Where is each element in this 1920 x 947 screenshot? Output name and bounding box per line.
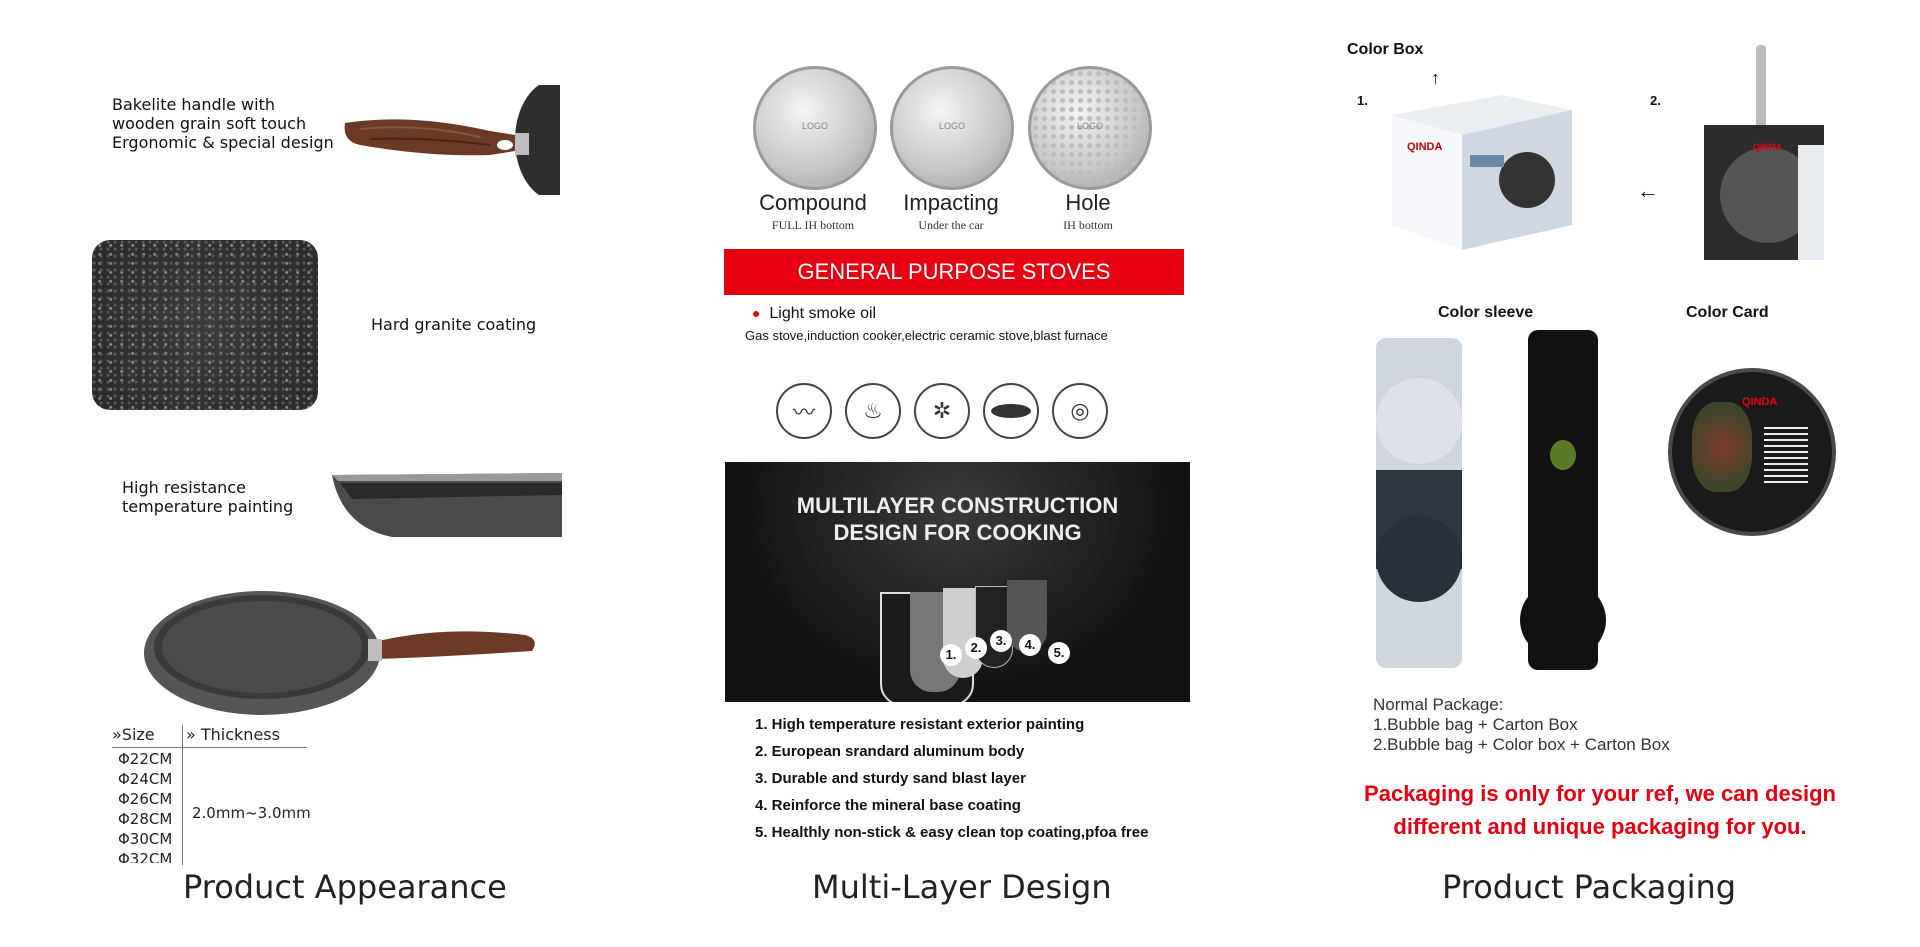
layer-number: 2. — [965, 637, 987, 659]
size-row: Φ22CM — [118, 750, 173, 768]
color-box-image: QINDA — [1392, 95, 1572, 250]
induction-icon: ◎ — [1052, 383, 1108, 439]
multilayer-panel: LOGO LOGO LOGO Compound Impacting Hole F… — [700, 0, 1220, 947]
bottom-sub: Under the car — [918, 218, 984, 232]
bottom-name: Compound — [759, 190, 867, 215]
frying-pan-image — [144, 591, 535, 715]
gas-coil-icon: 〰 — [776, 383, 832, 439]
color-card-pan-image: QINDA — [1704, 45, 1824, 260]
compound-bottom-image: LOGO — [753, 66, 877, 190]
thickness-header: » Thickness — [186, 725, 280, 744]
granite-feature-text: Hard granite coating — [371, 315, 537, 334]
layer-feature: 1. High temperature resistant exterior p… — [755, 716, 1085, 733]
hero-title: MULTILAYER CONSTRUCTION DESIGN FOR COOKI… — [796, 493, 1119, 545]
option-number: 1. — [1357, 93, 1368, 108]
size-row: Φ28CM — [118, 810, 173, 828]
layer-feature: 3. Durable and sturdy sand blast layer — [755, 770, 1026, 787]
hole-bottom-image: LOGO — [1028, 66, 1152, 190]
size-row: Φ24CM — [118, 770, 173, 788]
arrow-up-icon: ↑ — [1431, 68, 1440, 88]
svg-text:QINDA: QINDA — [1753, 142, 1783, 152]
painting-feature-text: High resistance temperature painting — [122, 478, 294, 516]
granite-coating-image — [92, 240, 318, 410]
layer-number: 5. — [1048, 642, 1070, 664]
size-row: Φ32CM — [118, 850, 173, 863]
color-box-label: Color Box — [1347, 41, 1424, 58]
caption-appearance: Product Appearance — [183, 868, 507, 906]
layer-number: 4. — [1019, 634, 1041, 656]
pan-handle-image — [344, 85, 560, 195]
bullet-dot-icon: ● — [752, 305, 761, 321]
stoves-banner: GENERAL PURPOSE STOVES — [724, 249, 1184, 295]
caption-packaging: Product Packaging — [1442, 868, 1737, 906]
bottom-sub: IH bottom — [1063, 218, 1113, 232]
bullet-text: Light smoke oil — [769, 305, 877, 322]
bullet-line: ● Light smoke oil — [752, 305, 876, 323]
svg-text:QINDA: QINDA — [1407, 141, 1443, 153]
layer-number: 1. — [940, 644, 962, 666]
color-sleeve-grey-image — [1376, 338, 1462, 668]
color-sleeve-label: Color sleeve — [1438, 304, 1534, 321]
layer-number: 3. — [990, 630, 1012, 652]
option-number: 2. — [1650, 93, 1661, 108]
arrow-left-icon: ← — [1637, 178, 1659, 203]
ceramic-plate-icon — [983, 383, 1039, 439]
layer-feature: 5. Healthly non-stick & easy clean top c… — [755, 824, 1149, 841]
table-rule — [112, 747, 307, 748]
flame-icon: ♨ — [845, 383, 901, 439]
size-header: »Size — [112, 725, 155, 744]
handle-feature-text: Bakelite handle with wooden grain soft t… — [112, 95, 334, 152]
layer-feature: 2. European srandard aluminum body — [755, 743, 1025, 760]
color-sleeve-black-image — [1520, 330, 1606, 670]
size-table: »Size » Thickness Φ22CM Φ24CM Φ26CM Φ28C… — [112, 725, 372, 865]
size-row: Φ30CM — [118, 830, 173, 848]
stoves-list: Gas stove,induction cooker,electric cera… — [745, 328, 1108, 343]
color-card-label: Color Card — [1686, 304, 1769, 321]
bottom-name: Hole — [1065, 190, 1111, 215]
layer-feature: 4. Reinforce the mineral base coating — [755, 797, 1021, 814]
packaging-note: Packaging is only for your ref, we can d… — [1364, 781, 1836, 839]
packaging-panel: Color Box ↑ 1. QINDA 2. ← QINDA Color sl… — [1330, 0, 1890, 947]
bottom-sub: FULL IH bottom — [771, 218, 855, 232]
bottom-name: Impacting — [903, 190, 999, 215]
impacting-bottom-image: LOGO — [890, 66, 1014, 190]
size-row: Φ26CM — [118, 790, 173, 808]
multilayer-hero-image: MULTILAYER CONSTRUCTION DESIGN FOR COOKI… — [725, 462, 1190, 702]
gas-burner-icon: ✲ — [914, 383, 970, 439]
color-card-image: QINDA — [1668, 368, 1836, 536]
caption-multilayer: Multi-Layer Design — [812, 868, 1112, 906]
normal-package-text: Normal Package: 1.Bubble bag + Carton Bo… — [1373, 695, 1670, 754]
layer-feature-list: 1. High temperature resistant exterior p… — [755, 711, 1148, 846]
pan-side-image — [332, 473, 562, 537]
product-appearance-panel: Bakelite handle with wooden grain soft t… — [60, 0, 580, 947]
table-divider — [182, 725, 183, 865]
thickness-value: 2.0mm~3.0mm — [192, 804, 311, 822]
